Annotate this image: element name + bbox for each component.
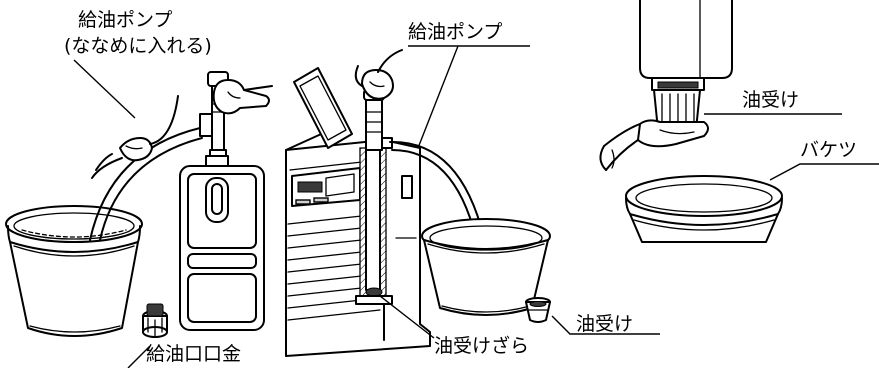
leader-pump-left: [73, 59, 136, 119]
hand-left: [91, 95, 179, 179]
hand-on-pump-heater: [354, 49, 403, 100]
bucket-left: [5, 205, 143, 337]
leader-cup-heater: [551, 315, 660, 335]
heater-tank-well: [355, 147, 393, 305]
leader-cap: [127, 345, 151, 369]
label-fuel-cap: 給油口口金: [146, 343, 242, 365]
heater-tank-lid: [293, 67, 353, 149]
hand-on-pump-left: [212, 79, 273, 115]
label-pump-heater: 給油ポンプ: [408, 21, 503, 43]
leader-tray: [379, 295, 435, 339]
leader-bucket: [769, 163, 879, 181]
label-pump-tank-note: (ななめに入れる): [64, 35, 212, 57]
oil-cup-top: [651, 77, 705, 131]
label-oil-cup-top: 油受け: [742, 89, 800, 111]
fuel-container: [639, 0, 733, 79]
bucket-right: [421, 218, 551, 316]
pump-hose-left: [89, 127, 203, 241]
label-oil-tray: 油受けざら: [434, 335, 530, 357]
label-oil-cup-heater: 油受け: [576, 313, 634, 335]
label-bucket: バケツ: [800, 139, 858, 161]
fuel-cap: [142, 303, 168, 338]
heater-scene: [285, 45, 660, 357]
leader-pump-heater: [417, 45, 459, 149]
kerosene-tank: [179, 155, 265, 331]
heater-body: [285, 129, 431, 357]
oil-cup-small: [525, 297, 551, 323]
right-scene: [599, 0, 879, 243]
left-scene: [5, 59, 273, 369]
hand-holding-cup: [599, 119, 709, 171]
label-pump-tank: 給油ポンプ: [78, 9, 173, 31]
bucket-top-right: [625, 175, 783, 243]
